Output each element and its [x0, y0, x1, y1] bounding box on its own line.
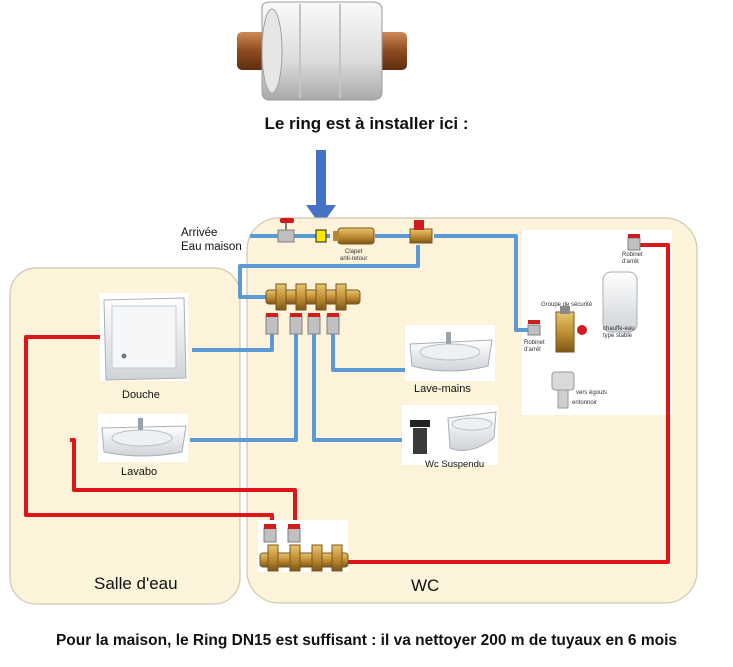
shower-tray-illustration	[100, 293, 188, 381]
label-water-arrival-line2: Eau maison	[181, 241, 242, 253]
pressure-reducer	[409, 220, 433, 244]
label-to-drain: vers égouts	[576, 390, 608, 396]
label-heater-valve-left-line2: d'arrêt	[524, 347, 541, 353]
label-water-heater: chauffe-eau type stable	[603, 326, 635, 340]
label-water-heater-line1: chauffe-eau	[603, 326, 635, 332]
room-label-wc: WC	[411, 576, 440, 595]
heater-shutoff-valve-right	[627, 234, 641, 251]
main-shutoff-valve	[277, 218, 295, 243]
safety-group	[551, 306, 587, 409]
cold-water-pipes	[190, 234, 530, 442]
label-water-arrival: Arrivée Eau maison	[181, 226, 242, 254]
label-washbasin: Lavabo	[121, 466, 158, 478]
hot-manifold	[258, 520, 349, 572]
label-heater-valve-left-line1: Robinet	[524, 340, 545, 346]
label-check-valve: Clapet anti-retour	[340, 249, 367, 263]
footer-note: Pour la maison, le Ring DN15 est suffisa…	[55, 632, 678, 649]
label-heater-valve-right-line2: d'arrêt	[622, 259, 639, 265]
water-heater-illustration	[602, 271, 638, 333]
diagram-title: Le ring est à installer ici :	[264, 114, 469, 133]
label-wc: Wc Suspendu	[425, 459, 485, 470]
hand-basin-illustration	[405, 325, 495, 381]
ring-location-marker	[315, 229, 327, 243]
label-heater-valve-left: Robinet d'arrêt	[524, 340, 545, 354]
ring-device-illustration	[237, 1, 407, 101]
label-safety-group: Groupe de sécurité	[541, 302, 593, 308]
check-valve	[333, 227, 375, 245]
label-water-heater-line2: type stable	[603, 333, 633, 339]
room-label-salle-deau: Salle d'eau	[94, 574, 178, 593]
label-heater-valve-right: Robinet d'arrêt	[622, 252, 643, 266]
install-arrow	[306, 150, 336, 226]
cold-manifold	[265, 283, 361, 335]
heater-shutoff-valve-left	[527, 320, 541, 336]
water-heater-panel	[522, 230, 672, 415]
label-funnel: entonnoir	[572, 400, 598, 406]
label-shower: Douche	[122, 389, 160, 401]
label-water-arrival-line1: Arrivée	[181, 227, 218, 239]
washbasin-illustration	[98, 414, 188, 462]
label-hand-basin: Lave-mains	[414, 383, 471, 395]
label-heater-valve-right-line1: Robinet	[622, 252, 643, 258]
label-check-valve-line1: Clapet	[345, 249, 363, 255]
wall-hung-wc-illustration	[402, 405, 498, 465]
label-check-valve-line2: anti-retour	[340, 256, 368, 262]
